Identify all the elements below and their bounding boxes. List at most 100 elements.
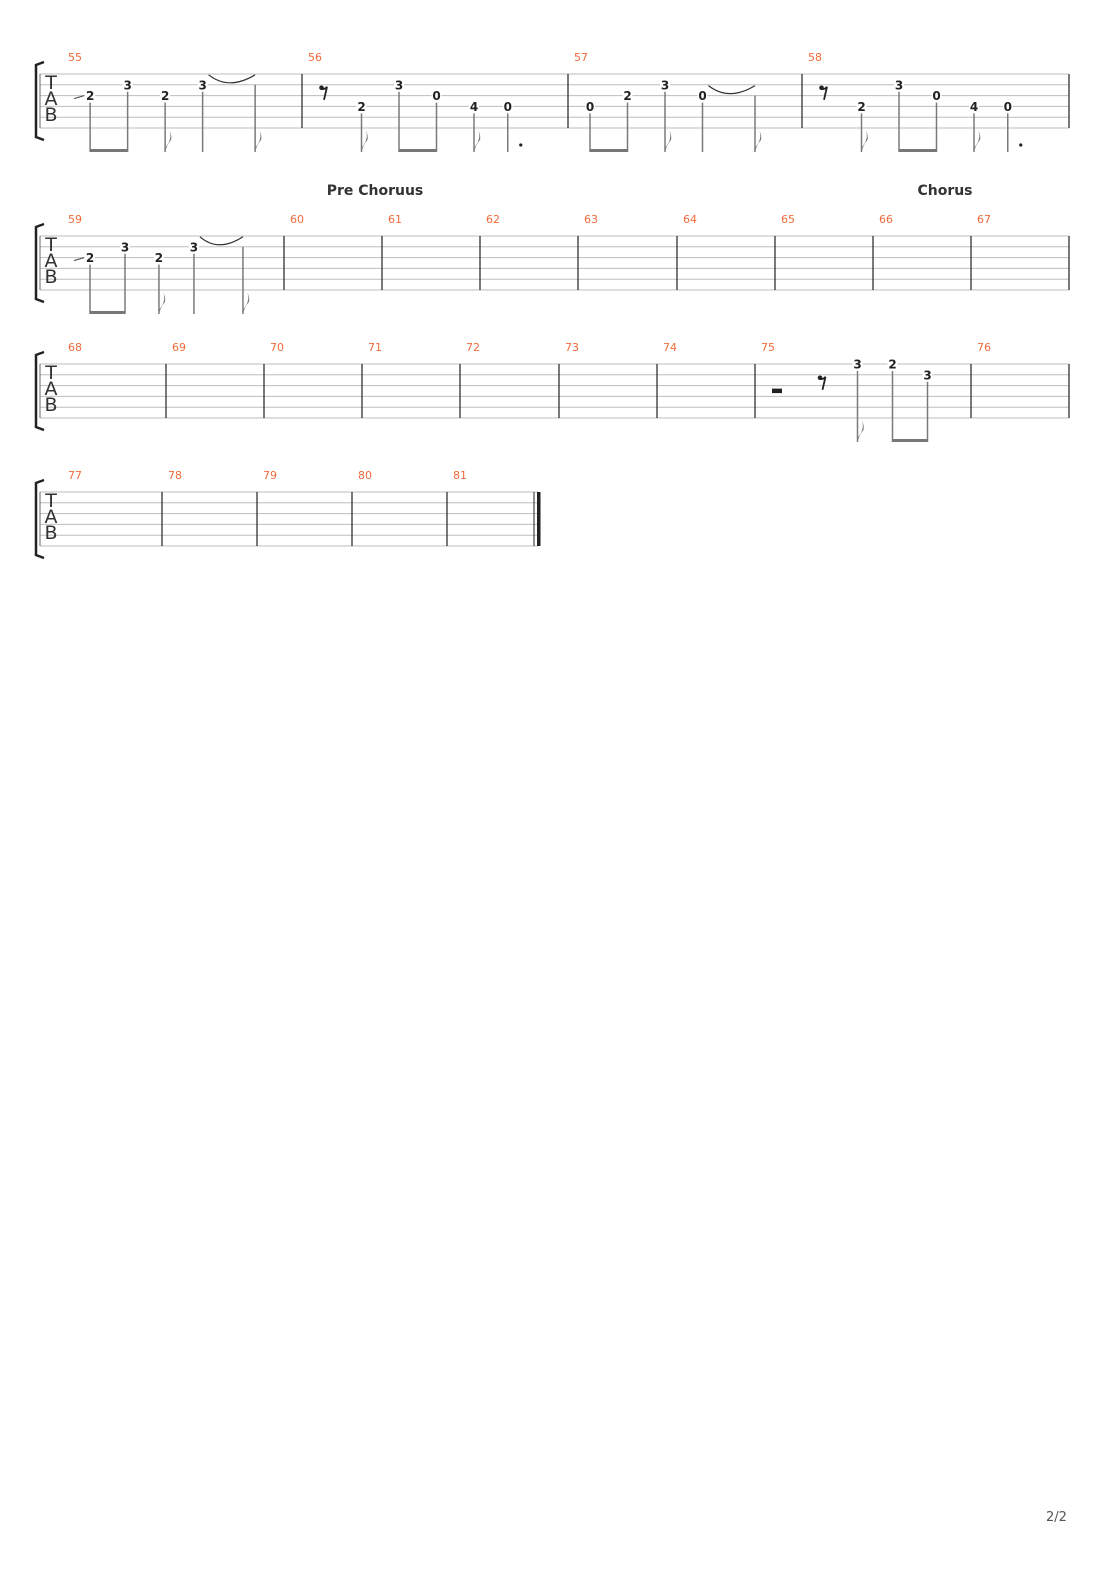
fret-number: 0 bbox=[586, 100, 594, 114]
system-bracket bbox=[34, 350, 45, 432]
fret-number: 2 bbox=[161, 89, 169, 103]
eighth-flag bbox=[242, 292, 250, 314]
measure: 78 bbox=[168, 469, 182, 482]
measure: 58 2 3 0 4 0 bbox=[808, 51, 1023, 152]
fret-bg bbox=[394, 78, 404, 91]
duration-dot bbox=[519, 143, 523, 147]
fret-bg bbox=[160, 89, 171, 102]
tab-clef-letter: B bbox=[44, 266, 57, 288]
fret-bg bbox=[585, 100, 595, 113]
fret-number: 0 bbox=[932, 89, 940, 103]
measure-number: 77 bbox=[68, 469, 82, 482]
fret-bg bbox=[922, 368, 933, 381]
measure-number: 76 bbox=[977, 341, 991, 354]
tab-clef-letter: T bbox=[44, 490, 57, 512]
fret-number: 2 bbox=[623, 89, 631, 103]
tab-clef-letter: A bbox=[45, 378, 58, 400]
fret-bg bbox=[660, 78, 670, 91]
fret-bg bbox=[153, 251, 164, 264]
measure: 60 bbox=[290, 213, 304, 226]
fret-number: 3 bbox=[895, 78, 903, 92]
system-bracket bbox=[34, 222, 45, 304]
measure: 69 bbox=[172, 341, 186, 354]
fret-number: 3 bbox=[395, 78, 403, 92]
measure-number: 56 bbox=[308, 51, 322, 64]
slide-in bbox=[73, 95, 85, 100]
measure-number: 55 bbox=[68, 51, 82, 64]
eighth-rest bbox=[819, 376, 827, 391]
fret-bg bbox=[197, 78, 208, 91]
measure: 77 bbox=[68, 469, 82, 482]
fret-bg bbox=[852, 358, 863, 370]
fret-number: 2 bbox=[86, 89, 94, 103]
measure-number: 70 bbox=[270, 341, 284, 354]
fret-bg bbox=[931, 89, 942, 102]
beam bbox=[399, 149, 437, 152]
duration-dot bbox=[1019, 143, 1023, 147]
fret-number: 3 bbox=[661, 78, 669, 92]
fret-bg bbox=[969, 100, 979, 113]
fret-number: 3 bbox=[190, 240, 198, 254]
tab-clef-letter: B bbox=[44, 104, 57, 126]
measure-number: 72 bbox=[466, 341, 480, 354]
fret-number: 3 bbox=[198, 78, 206, 92]
fret-number: 0 bbox=[432, 89, 440, 103]
measure-number: 66 bbox=[879, 213, 893, 226]
measure-number: 60 bbox=[290, 213, 304, 226]
fret-number: 3 bbox=[923, 368, 931, 382]
measure-number: 58 bbox=[808, 51, 822, 64]
fret-bg bbox=[85, 89, 96, 102]
measure-number: 59 bbox=[68, 213, 82, 226]
tab-clef-letter: B bbox=[44, 394, 57, 416]
measure: 79 bbox=[263, 469, 277, 482]
measure-number: 69 bbox=[172, 341, 186, 354]
fret-number: 0 bbox=[698, 89, 706, 103]
fret-bg bbox=[431, 89, 442, 102]
fret-number: 2 bbox=[86, 251, 94, 265]
fret-number: 2 bbox=[888, 358, 896, 372]
fret-bg bbox=[1002, 100, 1013, 113]
tab-clef-letter: A bbox=[45, 88, 58, 110]
tie bbox=[708, 85, 756, 95]
fret-bg bbox=[697, 89, 708, 102]
eighth-flag bbox=[361, 130, 368, 152]
eighth-flag bbox=[974, 130, 981, 152]
fret-bg bbox=[120, 240, 130, 253]
measure: 70 bbox=[270, 341, 284, 354]
measure-number: 68 bbox=[68, 341, 82, 354]
page-number: 2/2 bbox=[1046, 1510, 1067, 1525]
fret-bg bbox=[356, 100, 367, 113]
fret-number: 0 bbox=[1004, 100, 1012, 114]
measure: 62 bbox=[486, 213, 500, 226]
fret-bg bbox=[122, 78, 133, 91]
fret-bg bbox=[894, 78, 904, 91]
fret-number: 0 bbox=[504, 100, 512, 114]
measure: 73 bbox=[565, 341, 579, 354]
measure-number: 75 bbox=[761, 341, 775, 354]
fret-number: 3 bbox=[121, 240, 129, 254]
measure-number: 62 bbox=[486, 213, 500, 226]
measure-number: 65 bbox=[781, 213, 795, 226]
system-bracket bbox=[34, 60, 45, 142]
eighth-flag bbox=[474, 130, 481, 152]
beam bbox=[590, 149, 628, 152]
measure: 64 bbox=[683, 213, 697, 226]
eighth-flag bbox=[255, 130, 262, 152]
fret-number: 4 bbox=[970, 100, 978, 114]
measure: 67 bbox=[977, 213, 991, 226]
measure-number: 67 bbox=[977, 213, 991, 226]
measure-number: 63 bbox=[584, 213, 598, 226]
fret-number: 2 bbox=[857, 100, 865, 114]
half-rest bbox=[772, 388, 782, 394]
fret-bg bbox=[85, 251, 95, 264]
beam bbox=[892, 439, 928, 442]
eighth-rest bbox=[320, 86, 328, 101]
measure: 61 bbox=[388, 213, 402, 226]
measure-number: 74 bbox=[663, 341, 677, 354]
measure-number: 81 bbox=[453, 469, 467, 482]
